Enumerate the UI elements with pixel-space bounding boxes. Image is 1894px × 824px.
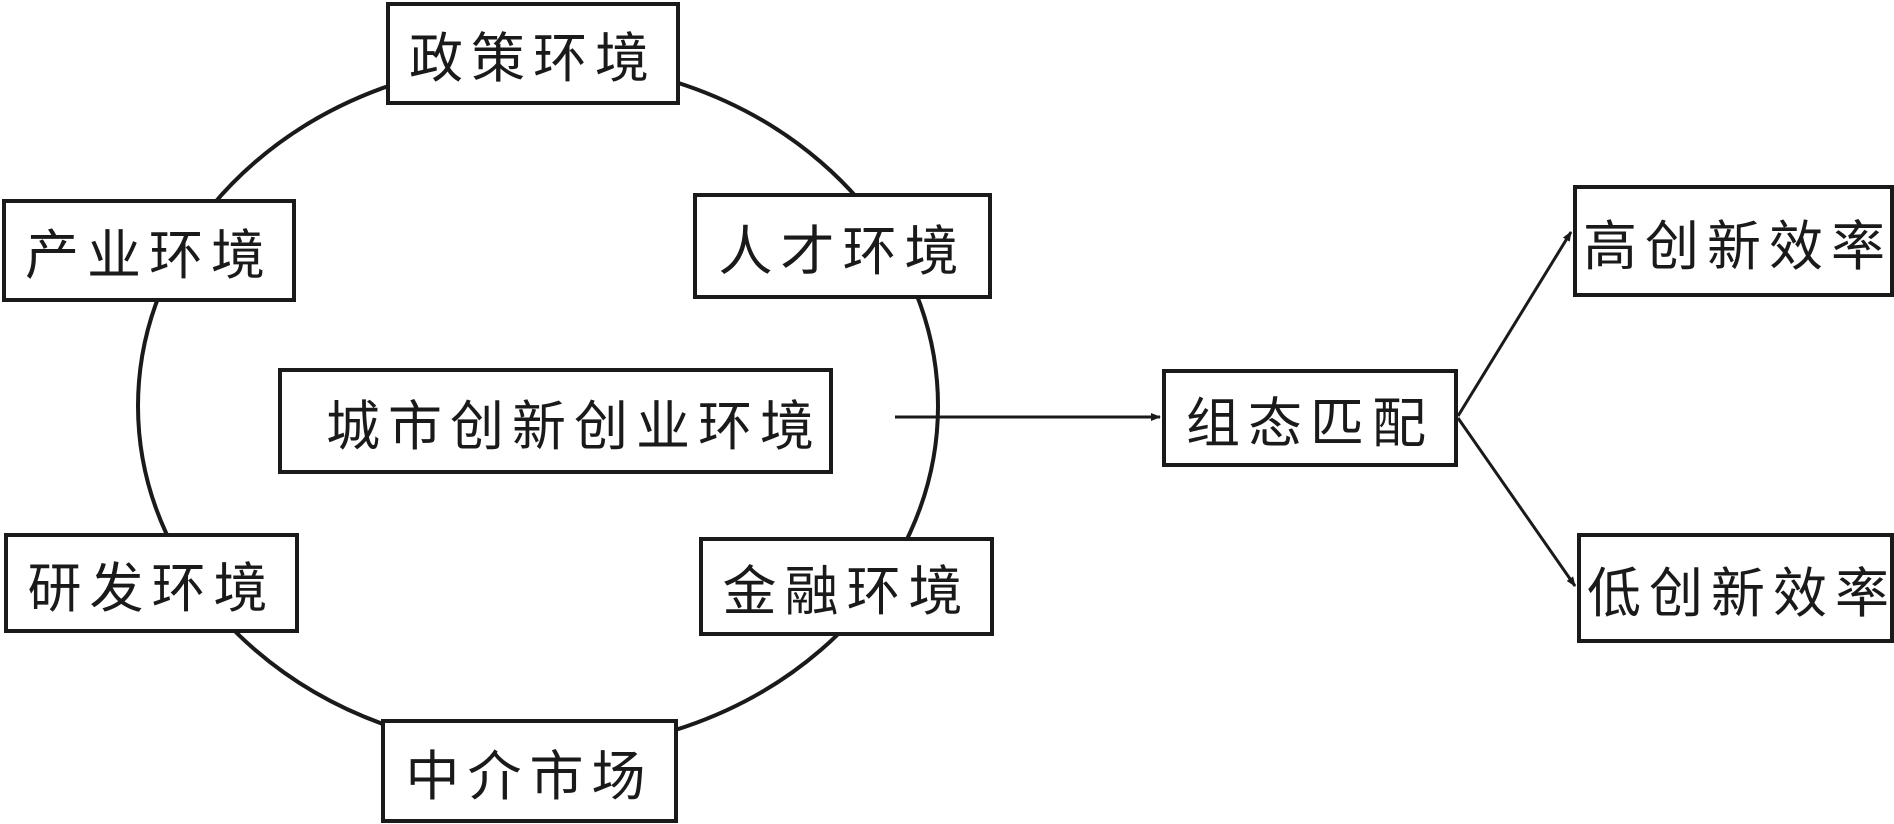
node-rd-environment: 研发环境 bbox=[4, 533, 299, 633]
node-policy-environment: 政策环境 bbox=[386, 2, 680, 105]
arrow-to-high-efficiency bbox=[1456, 231, 1573, 417]
node-finance-environment: 金融环境 bbox=[699, 537, 994, 636]
node-talent-environment: 人才环境 bbox=[693, 193, 992, 299]
node-industry-environment: 产业环境 bbox=[2, 199, 296, 302]
node-intermediary-market: 中介市场 bbox=[381, 719, 678, 823]
arrow-to-low-efficiency bbox=[1456, 417, 1577, 587]
node-high-innovation-efficiency: 高创新效率 bbox=[1573, 185, 1894, 297]
node-configuration-matching: 组态匹配 bbox=[1162, 369, 1458, 467]
node-low-innovation-efficiency: 低创新效率 bbox=[1577, 533, 1894, 643]
node-city-innovation-environment: 城市创新创业环境 bbox=[278, 368, 833, 474]
